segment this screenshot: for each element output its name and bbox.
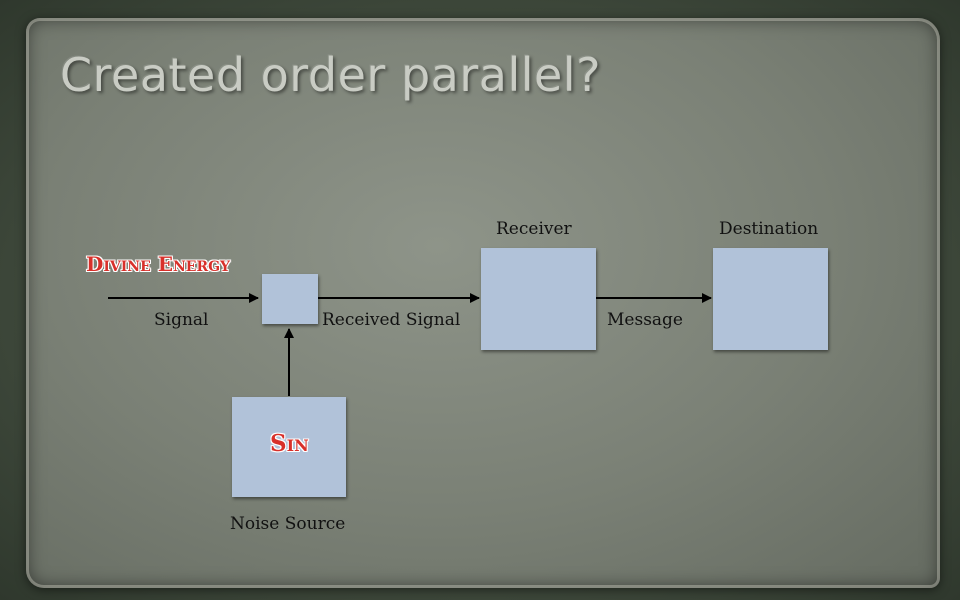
transmitter-box	[262, 274, 318, 324]
received-signal-label: Received Signal	[322, 310, 461, 330]
destination-box	[713, 248, 828, 350]
slide-title: Created order parallel?	[60, 48, 601, 102]
noise-source-label: Noise Source	[230, 514, 346, 534]
receiver-box	[481, 248, 596, 350]
divine-energy-label: Divine Energy	[86, 252, 231, 276]
destination-label: Destination	[719, 219, 819, 239]
message-label: Message	[607, 310, 683, 330]
receiver-label: Receiver	[496, 219, 572, 239]
signal-label: Signal	[154, 310, 209, 330]
sin-label: Sin	[270, 430, 309, 457]
noise-source-box	[232, 397, 346, 497]
